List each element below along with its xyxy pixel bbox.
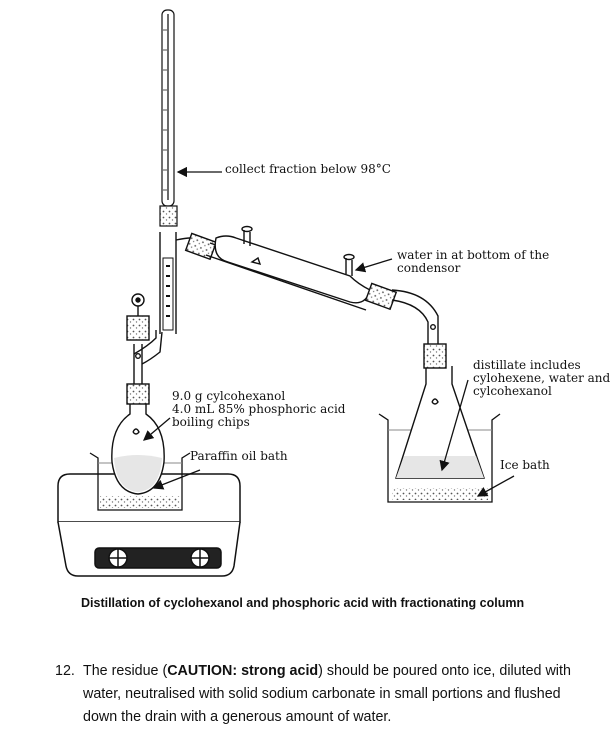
caution-text: CAUTION: strong acid xyxy=(167,663,318,679)
label-ice-bath: Ice bath xyxy=(500,459,550,472)
figure-caption: Distillation of cyclohexanol and phospho… xyxy=(81,596,524,610)
fractionating-column xyxy=(160,232,190,334)
instruction-step: 12. The residue (CAUTION: strong acid) s… xyxy=(55,660,595,729)
thermometer xyxy=(160,10,177,226)
label-collect-fraction: collect fraction below 98°C xyxy=(225,163,391,176)
label-flask-contents: 9.0 g cylcohexanol 4.0 mL 85% phosphoric… xyxy=(172,390,345,429)
label-paraffin-oil-bath: Paraffin oil bath xyxy=(190,450,288,463)
label-distillate: distillate includes cylohexene, water an… xyxy=(473,359,610,398)
round-bottom-flask xyxy=(112,384,164,494)
erlenmeyer-flask xyxy=(396,344,484,478)
label-contents-line: boiling chips xyxy=(172,416,345,429)
dial-icon xyxy=(109,549,127,567)
claisen-adapter xyxy=(127,294,162,384)
step-text: The residue (CAUTION: strong acid) shoul… xyxy=(83,660,595,729)
label-water-in: water in at bottom of the condensor xyxy=(397,249,611,275)
step-number: 12. xyxy=(55,660,75,683)
step-text-part: The residue ( xyxy=(83,663,167,679)
label-distillate-line: cylcohexanol xyxy=(473,385,610,398)
distillation-apparatus-diagram xyxy=(0,0,611,590)
dial-icon xyxy=(191,549,209,567)
condenser xyxy=(186,227,438,345)
